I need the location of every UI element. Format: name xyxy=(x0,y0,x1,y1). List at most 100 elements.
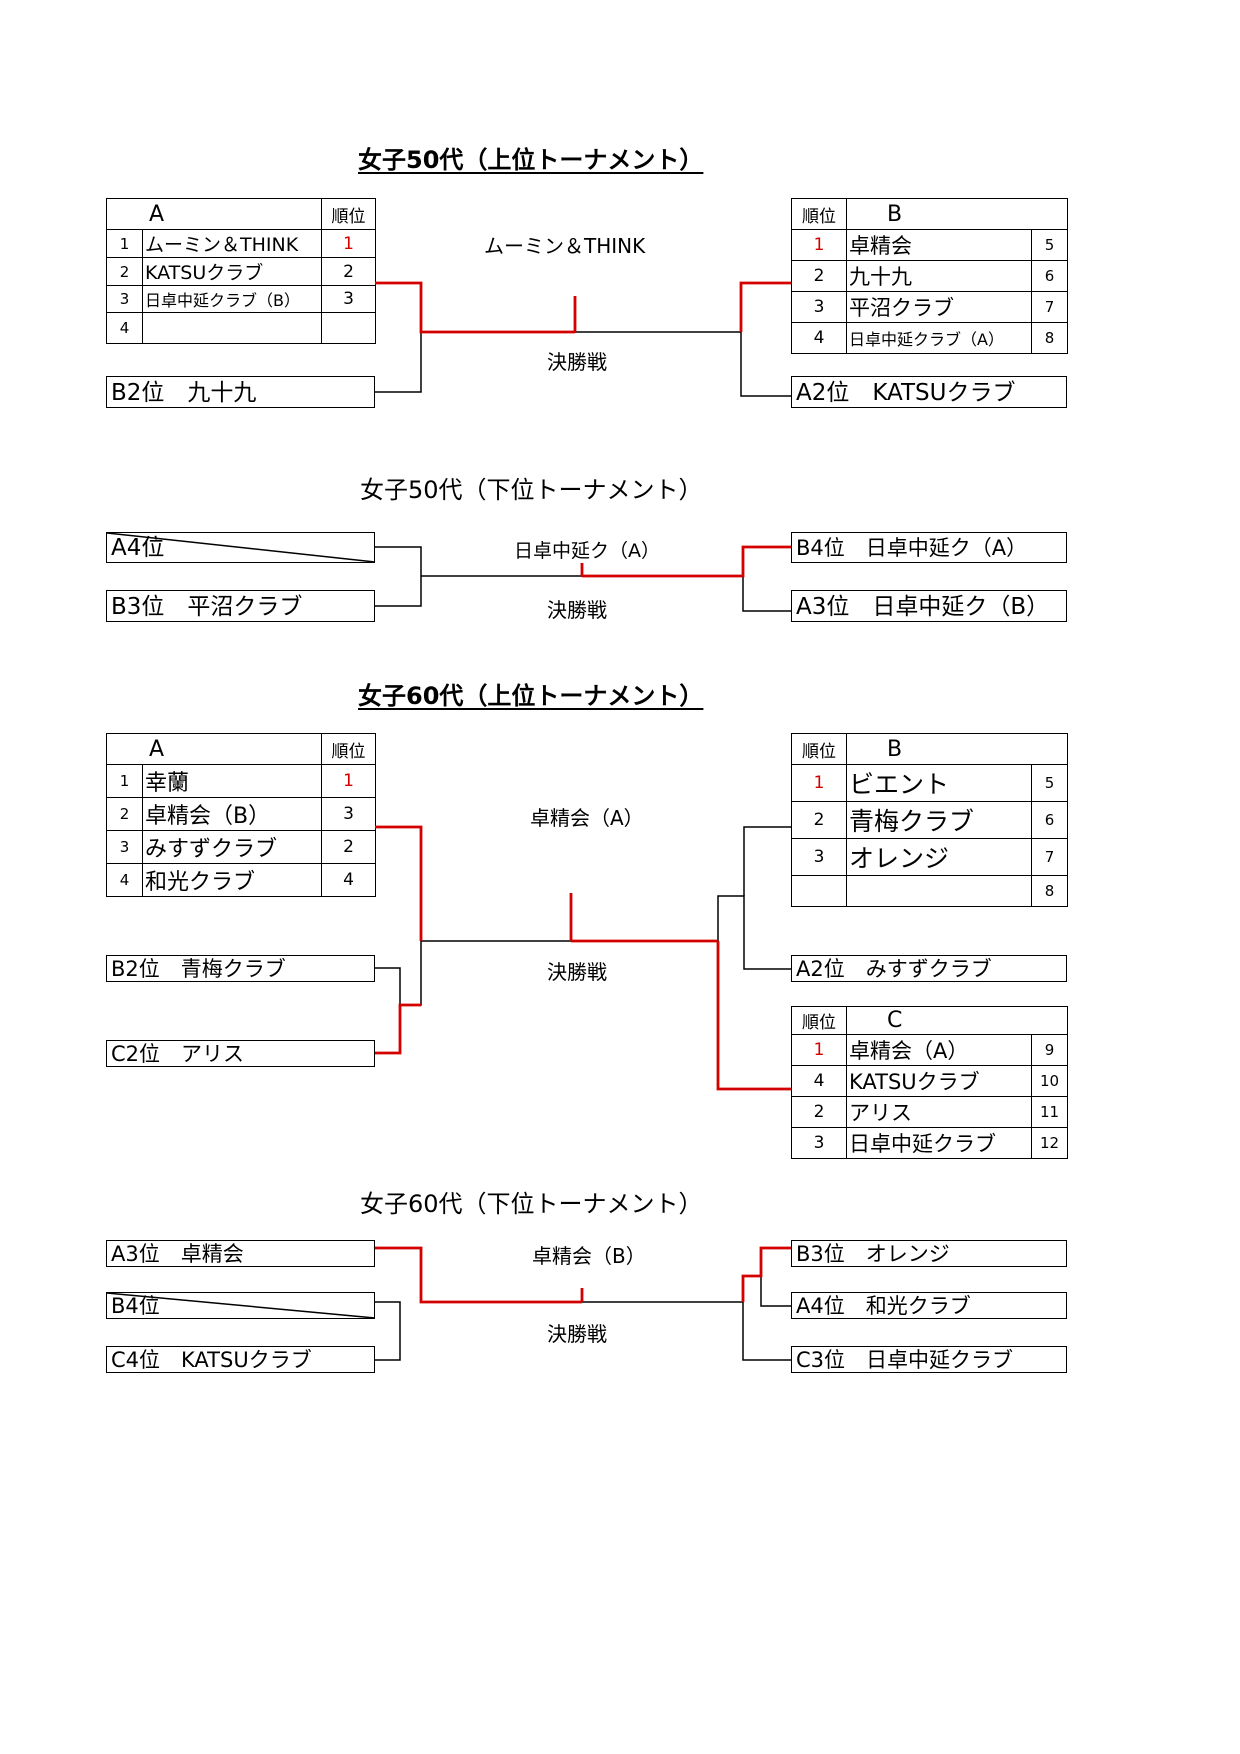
row-number: 8 xyxy=(1031,875,1068,907)
rank-value: 1 xyxy=(791,764,847,802)
rank-value xyxy=(321,312,376,344)
section-title-3: 女子60代（上位トーナメント） xyxy=(358,682,704,710)
row-number: 6 xyxy=(1031,801,1068,839)
rank-value: 3 xyxy=(791,291,847,323)
rank-header: 順位 xyxy=(791,733,847,765)
seed-box-left-4c: C4位 KATSUクラブ xyxy=(106,1346,375,1373)
row-number: 5 xyxy=(1031,229,1068,261)
rank-header: 順位 xyxy=(321,733,376,765)
row-number: 4 xyxy=(106,863,143,897)
rank-header: 順位 xyxy=(321,198,376,230)
seed-box-left-2b: B3位 平沼クラブ xyxy=(106,590,375,622)
rank-value xyxy=(791,875,847,907)
rank-value: 1 xyxy=(791,229,847,261)
row-number: 2 xyxy=(106,797,143,831)
group-a-table-1: A 順位 1 ムーミン＆THINK 1 2 KATSUクラブ 2 3 日卓中延ク… xyxy=(106,198,376,344)
team-name: ムーミン＆THINK xyxy=(142,229,322,258)
rank-value: 2 xyxy=(791,260,847,292)
seed-box-right-2a: B4位 日卓中延ク（A） xyxy=(791,532,1067,563)
winner-label-1: ムーミン＆THINK xyxy=(484,234,646,258)
group-header: B xyxy=(846,733,1068,765)
row-number: 6 xyxy=(1031,260,1068,292)
seed-box-left-1: B2位 九十九 xyxy=(106,376,375,408)
rank-value: 4 xyxy=(791,1065,847,1097)
rank-value: 1 xyxy=(321,764,376,798)
section-title-4: 女子60代（下位トーナメント） xyxy=(360,1190,703,1218)
final-label-3: 決勝戦 xyxy=(547,960,607,984)
rank-value: 2 xyxy=(791,1096,847,1128)
team-name: 卓精会（B） xyxy=(142,797,322,831)
seed-box-right-4a: B3位 オレンジ xyxy=(791,1240,1067,1267)
row-number: 1 xyxy=(106,229,143,258)
row-number: 10 xyxy=(1031,1065,1068,1097)
seed-box-right-2b: A3位 日卓中延ク（B） xyxy=(791,590,1067,622)
team-name: 青梅クラブ xyxy=(846,801,1032,839)
seed-box-left-4b: B4位 xyxy=(106,1292,375,1319)
section-title-2: 女子50代（下位トーナメント） xyxy=(360,476,703,504)
winner-label-4: 卓精会（B） xyxy=(532,1244,646,1268)
row-number: 3 xyxy=(106,830,143,864)
rank-value: 3 xyxy=(791,1127,847,1159)
team-name: 卓精会 xyxy=(846,229,1032,261)
rank-value: 2 xyxy=(321,257,376,286)
group-header: A xyxy=(106,198,322,230)
rank-value: 2 xyxy=(791,801,847,839)
team-name xyxy=(846,875,1032,907)
seed-box-left-2a: A4位 xyxy=(106,532,375,563)
team-name: KATSUクラブ xyxy=(846,1065,1032,1097)
group-header: C xyxy=(846,1006,1068,1035)
row-number: 3 xyxy=(106,285,143,313)
rank-value: 1 xyxy=(321,229,376,258)
group-b-table-3: 順位 B 1 ビエント 5 2 青梅クラブ 6 3 オレンジ 7 8 xyxy=(791,733,1068,907)
team-name: アリス xyxy=(846,1096,1032,1128)
team-name: 日卓中延クラブ（A） xyxy=(846,322,1032,354)
team-name: 日卓中延クラブ xyxy=(846,1127,1032,1159)
row-number: 8 xyxy=(1031,322,1068,354)
team-name: ビエント xyxy=(846,764,1032,802)
row-number: 5 xyxy=(1031,764,1068,802)
rank-value: 3 xyxy=(321,285,376,313)
group-c-table-3: 順位 C 1 卓精会（A） 9 4 KATSUクラブ 10 2 アリス 11 3… xyxy=(791,1006,1068,1159)
group-header: B xyxy=(846,198,1068,230)
final-label-1: 決勝戦 xyxy=(547,350,607,374)
row-number: 4 xyxy=(106,312,143,344)
seed-box-left-4a: A3位 卓精会 xyxy=(106,1240,375,1267)
rank-header: 順位 xyxy=(791,1006,847,1035)
rank-value: 2 xyxy=(321,830,376,864)
winner-label-3: 卓精会（A） xyxy=(530,806,644,830)
final-label-2: 決勝戦 xyxy=(547,598,607,622)
rank-header: 順位 xyxy=(791,198,847,230)
group-a-table-3: A 順位 1 幸蘭 1 2 卓精会（B） 3 3 みすずクラブ 2 4 和光クラ… xyxy=(106,733,376,897)
seed-box-right-3: A2位 みすずクラブ xyxy=(791,955,1067,982)
rank-value: 4 xyxy=(791,322,847,354)
team-name: 幸蘭 xyxy=(142,764,322,798)
group-header: A xyxy=(106,733,322,765)
final-label-4: 決勝戦 xyxy=(547,1322,607,1346)
seed-box-right-4b: A4位 和光クラブ xyxy=(791,1292,1067,1319)
rank-value: 3 xyxy=(791,838,847,876)
seed-box-right-4c: C3位 日卓中延クラブ xyxy=(791,1346,1067,1373)
seed-box-left-3a: B2位 青梅クラブ xyxy=(106,955,375,982)
group-b-table-1: 順位 B 1 卓精会 5 2 九十九 6 3 平沼クラブ 7 4 日卓中延クラブ… xyxy=(791,198,1068,354)
row-number: 2 xyxy=(106,257,143,286)
row-number: 9 xyxy=(1031,1034,1068,1066)
team-name: 卓精会（A） xyxy=(846,1034,1032,1066)
seed-box-left-3b: C2位 アリス xyxy=(106,1040,375,1067)
team-name: 日卓中延クラブ（B） xyxy=(142,285,322,313)
row-number: 7 xyxy=(1031,838,1068,876)
row-number: 7 xyxy=(1031,291,1068,323)
team-name: オレンジ xyxy=(846,838,1032,876)
row-number: 12 xyxy=(1031,1127,1068,1159)
rank-value: 4 xyxy=(321,863,376,897)
rank-value: 1 xyxy=(791,1034,847,1066)
section-title-1: 女子50代（上位トーナメント） xyxy=(358,146,704,174)
team-name xyxy=(142,312,322,344)
seed-box-right-1: A2位 KATSUクラブ xyxy=(791,376,1067,408)
row-number: 1 xyxy=(106,764,143,798)
team-name: 和光クラブ xyxy=(142,863,322,897)
rank-value: 3 xyxy=(321,797,376,831)
team-name: 九十九 xyxy=(846,260,1032,292)
team-name: KATSUクラブ xyxy=(142,257,322,286)
row-number: 11 xyxy=(1031,1096,1068,1128)
team-name: 平沼クラブ xyxy=(846,291,1032,323)
